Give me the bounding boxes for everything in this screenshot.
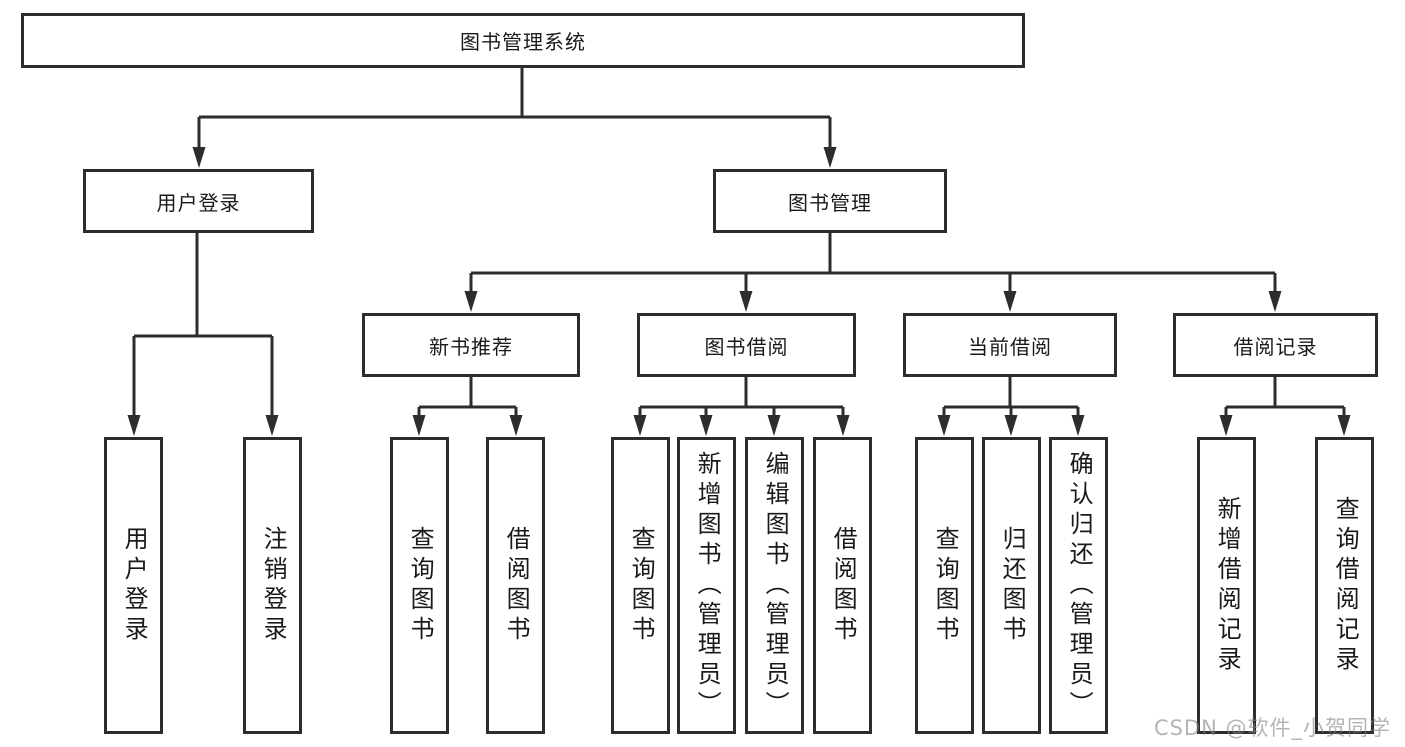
leaf-label: 确认归还（管理员） [1065,450,1094,721]
csdn-watermark: CSDN @软件_小贺同学 [1153,716,1391,740]
leaf-label: 查询图书 [931,525,960,646]
leaf-label: 编辑图书（管理员） [761,450,790,721]
node-book-borrow: 图书借阅 [637,313,856,377]
leaf-label: 归还图书 [998,525,1027,646]
leaf-add-books-admin: 新增图书（管理员） [677,437,736,734]
node-new-book-recommend: 新书推荐 [362,313,580,377]
leaf-current-query-books: 查询图书 [915,437,974,734]
node-library-management-system: 图书管理系统 [21,13,1025,68]
leaf-label: 借阅图书 [829,525,858,646]
node-label: 图书借阅 [704,334,789,359]
leaf-label: 查询图书 [627,525,656,646]
leaf-label: 查询借阅记录 [1331,495,1360,676]
node-label: 新书推荐 [429,334,513,359]
leaf-user-login: 用户登录 [104,437,163,734]
leaf-label: 新增借阅记录 [1213,495,1242,676]
node-current-borrow: 当前借阅 [903,313,1117,377]
leaf-borrow-books: 借阅图书 [813,437,872,734]
leaf-add-borrow-record: 新增借阅记录 [1197,437,1256,734]
node-label: 当前借阅 [968,334,1052,359]
leaf-recommend-query-books: 查询图书 [390,437,449,734]
arrowheads [127,147,1351,436]
leaf-query-borrow-record: 查询借阅记录 [1315,437,1374,734]
node-book-management: 图书管理 [713,169,947,233]
node-label: 图书管理系统 [460,30,586,54]
leaf-edit-books-admin: 编辑图书（管理员） [745,437,804,734]
leaf-label: 注销登录 [259,525,288,646]
leaf-label: 新增图书（管理员） [693,450,722,721]
leaf-return-books: 归还图书 [982,437,1041,734]
node-user-login: 用户登录 [83,169,314,233]
leaf-logout: 注销登录 [243,437,302,734]
leaf-label: 用户登录 [120,525,149,646]
leaf-borrow-query-books: 查询图书 [611,437,670,734]
leaf-label: 查询图书 [406,525,435,646]
leaf-confirm-return-admin: 确认归还（管理员） [1049,437,1108,734]
node-borrow-records: 借阅记录 [1173,313,1378,377]
node-label: 借阅记录 [1233,334,1318,359]
leaf-label: 借阅图书 [502,525,531,646]
node-label: 图书管理 [788,190,872,215]
node-label: 用户登录 [156,190,241,215]
leaf-recommend-borrow-books: 借阅图书 [486,437,545,734]
